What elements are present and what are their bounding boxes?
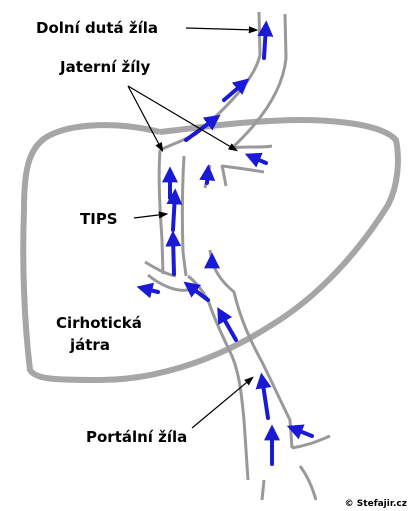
copyright-credit: © Stefajir.cz <box>345 499 407 509</box>
label-portal-vein: Portální žíla <box>86 428 187 446</box>
flow-arrow-portal-lower <box>262 378 268 418</box>
pointer-inferior-vena-cava <box>186 28 256 30</box>
label-cirrhotic-liver-line1: Cirhotická <box>56 314 142 332</box>
flow-arrow-hepatic-right <box>250 156 266 163</box>
flow-arrow-tips-mid <box>173 194 175 230</box>
flow-arrow-hepatic-middle <box>207 170 208 183</box>
flow-arrow-portal-branch-left <box>142 288 158 292</box>
tips-stent-wall-left <box>159 150 163 274</box>
portal-vein-branch-wall <box>145 262 188 290</box>
label-hepatic-veins: Jaterní žíly <box>60 58 150 76</box>
flow-arrow-inflow-right <box>292 428 312 436</box>
label-inferior-vena-cava: Dolní dutá žíla <box>36 19 158 37</box>
label-cirrhotic-liver-line2: játra <box>70 336 110 354</box>
tips-stent-wall-right <box>182 156 186 276</box>
flow-arrow-ivc-top <box>264 26 266 58</box>
label-tips: TIPS <box>80 210 118 228</box>
hepatic-vein-right-wall <box>222 146 272 172</box>
flow-arrow-tips-bottom <box>173 236 174 274</box>
